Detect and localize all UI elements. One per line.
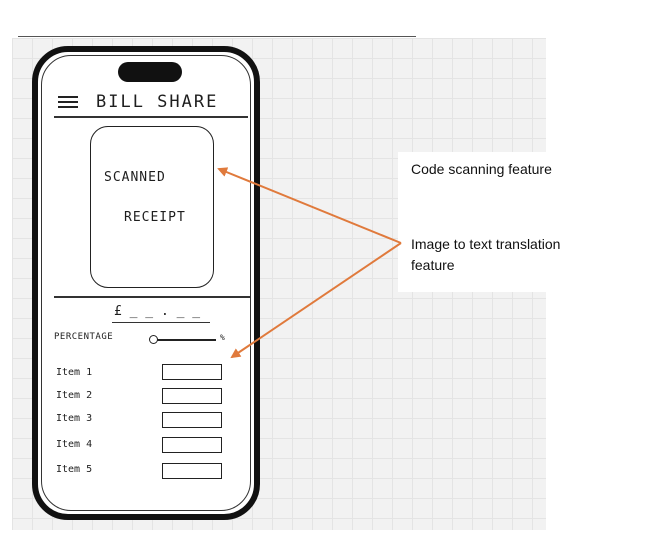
item-label: Item 5 [56, 464, 93, 475]
item-2-input[interactable] [162, 388, 222, 404]
background-margin [546, 38, 667, 530]
total-amount: £ _ _ . _ _ [114, 304, 201, 319]
app-title: BILL SHARE [96, 92, 219, 112]
hamburger-menu-icon[interactable] [58, 96, 78, 108]
percentage-unit: % [220, 333, 225, 342]
annotation-image-to-text-line1: Image to text translation [411, 236, 561, 252]
item-5-input[interactable] [162, 463, 222, 479]
item-4-input[interactable] [162, 437, 222, 453]
receipt-label-line2: RECEIPT [124, 210, 186, 225]
annotation-code-scanning: Code scanning feature [411, 161, 552, 177]
arrow-to-items [230, 242, 402, 359]
receipt-label-line1: SCANNED [104, 170, 166, 185]
section-divider [54, 296, 250, 298]
phone-notch [118, 62, 182, 82]
item-1-input[interactable] [162, 364, 222, 380]
arrow-to-receipt [217, 167, 402, 244]
item-label: Item 4 [56, 439, 93, 450]
percentage-slider-handle[interactable] [149, 335, 158, 344]
scanned-receipt-area[interactable] [90, 126, 214, 288]
header-divider [54, 116, 248, 118]
annotation-panel [398, 152, 546, 292]
phone-screen [41, 55, 251, 511]
item-label: Item 2 [56, 390, 93, 401]
total-underline [112, 322, 210, 323]
percentage-slider-track[interactable] [154, 339, 216, 341]
item-label: Item 3 [56, 413, 93, 424]
percentage-label: PERCENTAGE [54, 332, 114, 342]
annotation-image-to-text-line2: feature [411, 257, 455, 273]
page-top-rule [18, 36, 416, 37]
phone-mockup: BILL SHARE SCANNED RECEIPT £ _ _ . _ _ P… [32, 46, 260, 520]
item-3-input[interactable] [162, 412, 222, 428]
item-label: Item 1 [56, 367, 93, 378]
